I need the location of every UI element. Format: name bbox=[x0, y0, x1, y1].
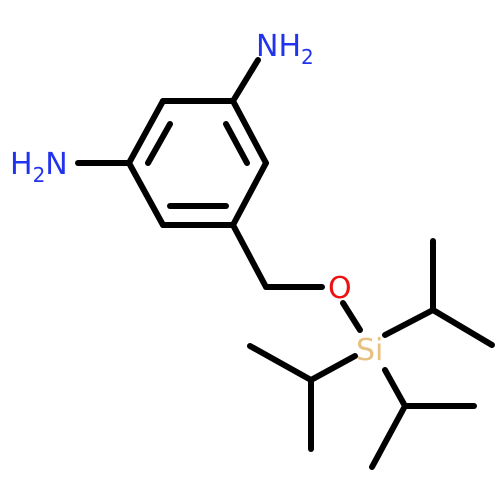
isopropyl-group-bottom bbox=[369, 367, 477, 470]
bond-ring-to-ch2 bbox=[230, 222, 269, 290]
amine-label-left: H2N bbox=[10, 147, 68, 187]
silicon-label: Si bbox=[356, 333, 383, 368]
bond-si-to-ch-right bbox=[382, 307, 436, 338]
ring-double-bond-1 bbox=[223, 121, 250, 166]
bond-ch-bottom-left bbox=[369, 403, 408, 470]
bond-ch-left-up bbox=[247, 343, 314, 383]
bond-oxygen-to-silicon bbox=[340, 300, 363, 333]
ring-bond-2 bbox=[230, 160, 269, 228]
ring-bond-5 bbox=[126, 98, 166, 166]
ring-double-bond-3 bbox=[145, 121, 173, 166]
amine-label-top: NH2 bbox=[256, 29, 314, 69]
isopropyl-group-left bbox=[247, 343, 358, 452]
bond-si-to-ch-bottom bbox=[382, 367, 408, 409]
ring-bond-4 bbox=[126, 160, 166, 228]
bond-ch-right-down bbox=[430, 307, 495, 348]
bond-ring-to-top-amine bbox=[230, 57, 261, 104]
isopropyl-group-right bbox=[382, 238, 495, 348]
oxygen-label: O bbox=[328, 271, 352, 306]
bond-si-to-ch-left bbox=[308, 353, 358, 383]
benzene-ring bbox=[126, 98, 269, 228]
ring-bond-1 bbox=[230, 98, 269, 166]
